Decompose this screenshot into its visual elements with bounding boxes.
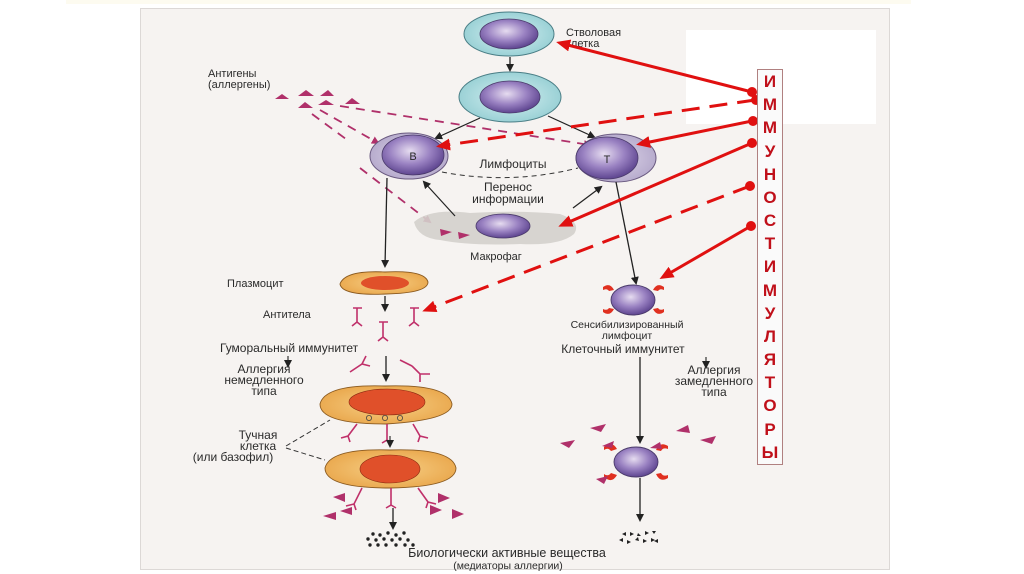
arrow-to-t-cell-red [636,119,753,148]
sensitized-label-1: Сенсибилизированный [571,319,684,331]
delayed-allergy-label-2: замедленного [675,374,754,388]
mast-cell-1 [319,385,453,425]
immunostimulator-letter: Т [764,234,776,254]
info-transfer-label-1: Перенос [484,180,532,194]
mast-cell-pointer-lines [285,419,331,461]
immunostimulator-letter: Л [764,326,776,346]
bioactive-label: Биологически активные вещества [408,546,606,560]
immunostimulator-letter: М [762,95,778,115]
immunostimulator-letter: М [762,280,778,300]
antigens-label-1: Антигены [208,68,257,80]
immunostimulator-letter: У [764,303,776,323]
t-cell-letter: T [604,154,611,166]
sensitized-lymphocyte [603,284,664,316]
stem-cell [463,11,555,57]
info-transfer-label-2: информации [472,192,544,206]
mast-cell-label-3: (или базофил) [193,450,274,464]
mast-cell-1-antibodies [340,423,429,444]
immediate-allergy-label-1: Аллергия [238,362,291,376]
stem-cell-label-1: Стволовая [566,27,621,39]
b-lymphocyte [369,132,449,180]
plasmocyte [339,271,429,295]
immunostimulator-letter: И [763,257,777,277]
immunostimulator-letter: Т [764,373,776,393]
arrow-macrophage-to-b [422,180,456,217]
arrow-to-b-cell [434,117,481,140]
antibody-icons [349,307,430,382]
immunostimulator-letter: С [763,211,777,231]
mast-cell-2-antibodies [345,487,437,511]
arrow-to-sensitized-red [659,224,752,280]
immunostimulator-letter: О [763,396,777,416]
immunostimulator-letter: Я [763,350,777,370]
arrow-b-to-plasmocyte [381,177,390,268]
mast-cell-2 [324,449,457,489]
t-lymphocyte [575,133,657,183]
mast-cell-label-1: Тучная [239,428,278,442]
arrow-macrophage-to-t [572,185,603,209]
top-band [66,0,911,4]
antigen-dashed-paths [311,105,592,224]
immunostimulator-letter: Р [764,419,776,439]
effector-lymphocyte [604,443,668,481]
mediator-triangles [619,531,658,544]
lymphocytes-label: Лимфоциты [479,157,546,171]
immunostimulator-letter: У [764,141,776,161]
immunostimulator-letter: Ы [761,442,779,462]
immunostimulator-letter: М [762,118,778,138]
cellular-immunity-label: Клеточный иммунитет [561,342,685,356]
released-antigens [323,493,464,520]
effector-antigens [560,424,716,484]
delayed-allergy-label-3: типа [701,385,727,399]
antibodies-label: Антитела [263,309,312,321]
arrow-to-stem-cell [556,39,753,94]
immunostimulator-arrows [422,39,756,313]
arrow-to-b-cell-red [436,98,756,151]
mediator-dots [366,531,415,547]
b-cell-letter: B [409,151,416,163]
mast-cell-label-2: клетка [240,439,277,453]
macrophage [414,211,577,245]
progenitor-cell [458,71,562,123]
antigen-triangles [275,90,360,108]
macrophage-label: Макрофаг [470,251,522,263]
arrow-to-antibodies-red [422,184,751,313]
immunostimulator-letter: И [763,72,777,91]
sensitized-label-2: лимфоцит [602,330,653,342]
immediate-allergy-label-2: немедленного [224,373,304,387]
plasmocyte-label: Плазмоцит [227,278,284,290]
immediate-allergy-label-3: типа [251,384,277,398]
antigens-label-2: (аллергены) [208,79,270,91]
arrow-to-macrophage-red [558,141,753,227]
humoral-immunity-label: Гуморальный иммунитет [220,341,359,355]
mediators-label: (медиаторы аллергии) [453,560,563,572]
immunostimulator-letter: О [763,187,777,207]
immunostimulator-letter: Н [763,164,777,184]
b-t-dashed-link [441,167,579,179]
delayed-allergy-label-1: Аллергия [688,363,741,377]
